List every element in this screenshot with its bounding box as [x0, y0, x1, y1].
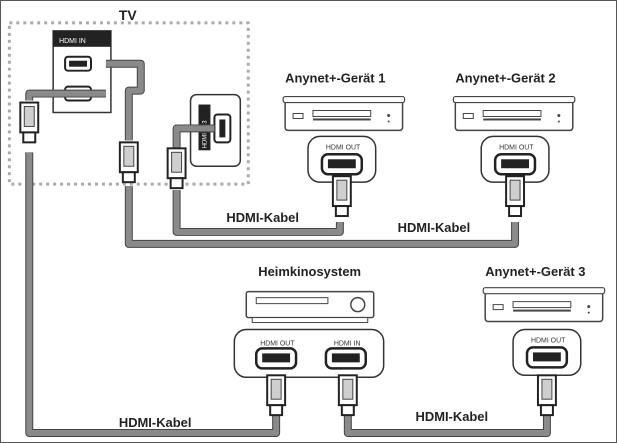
device2-port-label: HDMI OUT — [499, 144, 534, 151]
device2-player — [452, 95, 576, 132]
tv-main-panel: HDMI IN — [52, 30, 112, 114]
hdmi-plug-tv-side — [166, 147, 187, 190]
hdmi-plug-device1 — [331, 175, 352, 218]
home-theater-receiver — [245, 290, 375, 324]
device3-port-label: HDMI OUT — [531, 337, 566, 344]
cable-label-3: HDMI-Kabel — [119, 415, 192, 430]
home-theater-label: Heimkinosystem — [258, 264, 361, 279]
tv-main-panel-label: HDMI IN — [59, 38, 86, 45]
hdmi-plug-tv-left — [19, 101, 40, 144]
hdmi-plug-tv-center — [118, 141, 139, 184]
hdmi-plug-device3 — [536, 374, 557, 417]
device1-label: Anynet+-Gerät 1 — [285, 71, 385, 86]
cable-label-4: HDMI-Kabel — [416, 409, 489, 424]
tv-boundary — [7, 21, 250, 186]
device1-port-label: HDMI OUT — [326, 144, 361, 151]
cables — [25, 59, 551, 438]
tv-side-panel-label: HDMI IN 3 — [202, 120, 208, 149]
ht-out-label: HDMI OUT — [260, 340, 295, 347]
cable-label-1: HDMI-Kabel — [226, 210, 299, 225]
tv-label: TV — [119, 7, 138, 23]
device1-player — [282, 95, 406, 132]
device3-port-box — [511, 328, 583, 377]
cable-label-2: HDMI-Kabel — [398, 220, 471, 235]
hdmi-plug-ht-in — [337, 374, 358, 417]
device2-label: Anynet+-Gerät 2 — [455, 71, 555, 86]
hdmi-plug-ht-out — [266, 374, 287, 417]
hdmi-plug-device2 — [505, 175, 526, 218]
home-theater-port-box — [233, 328, 385, 379]
ht-in-label: HDMI IN — [334, 340, 361, 347]
device3-label: Anynet+-Gerät 3 — [485, 264, 585, 279]
device3-player — [482, 286, 606, 323]
